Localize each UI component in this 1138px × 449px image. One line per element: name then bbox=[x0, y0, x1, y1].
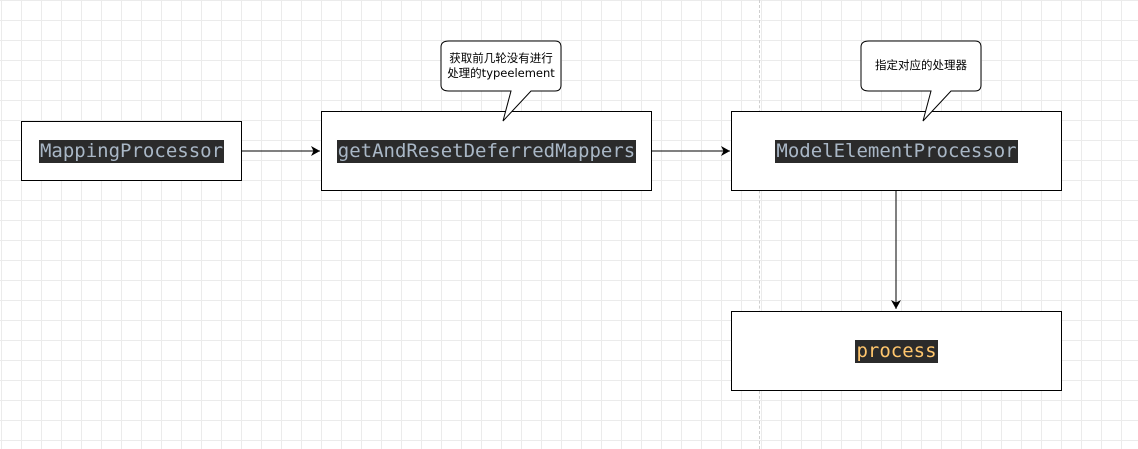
model-element-processor-node[interactable]: ModelElementProcessor bbox=[731, 111, 1062, 191]
get-and-reset-deferred-mappers-label: getAndResetDeferredMappers bbox=[336, 139, 637, 163]
get-and-reset-deferred-mappers-node[interactable]: getAndResetDeferredMappers bbox=[321, 111, 652, 191]
callout-deferred-bubble[interactable] bbox=[440, 40, 562, 122]
process-label: process bbox=[855, 339, 938, 363]
callout-deferred-text: 获取前几轮没有进行 处理的typeelement bbox=[441, 51, 561, 81]
callout-deferred-line1: 获取前几轮没有进行 bbox=[449, 51, 553, 65]
callout-processor-bubble[interactable] bbox=[860, 40, 982, 122]
callout-processor-line1: 指定对应的处理器 bbox=[875, 58, 967, 72]
mapping-processor-label: MappingProcessor bbox=[38, 139, 225, 163]
callout-deferred-line2: 处理的typeelement bbox=[447, 66, 555, 80]
page-boundary bbox=[759, 0, 760, 449]
callout-processor-text: 指定对应的处理器 bbox=[861, 58, 981, 73]
mapping-processor-node[interactable]: MappingProcessor bbox=[21, 121, 242, 181]
process-node[interactable]: process bbox=[731, 311, 1062, 391]
model-element-processor-label: ModelElementProcessor bbox=[775, 139, 1018, 163]
